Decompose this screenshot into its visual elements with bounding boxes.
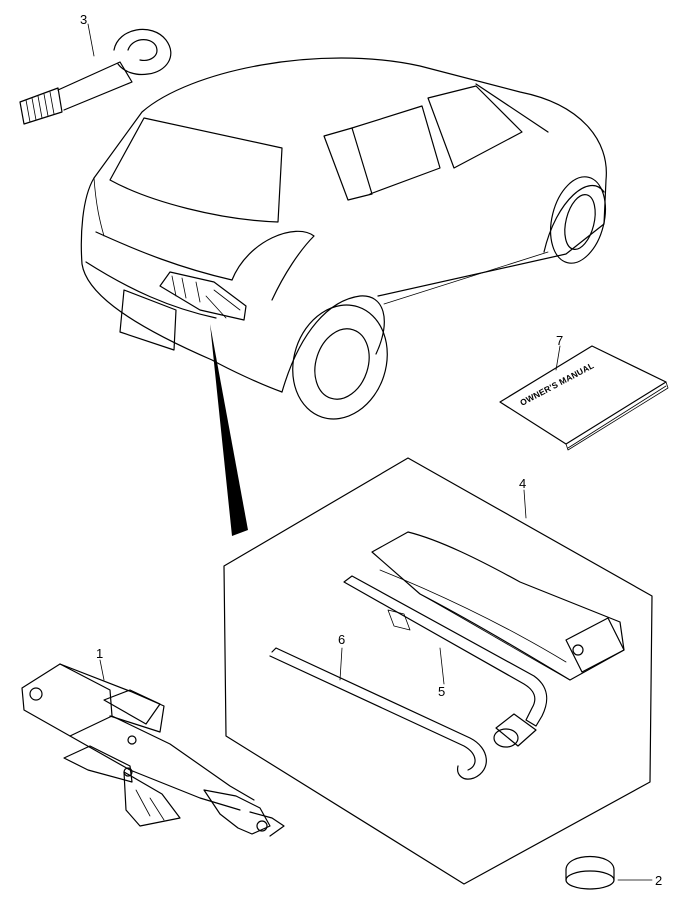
callout-ring: 2 bbox=[655, 873, 662, 888]
tool-pouch bbox=[371, 531, 625, 681]
leader-jack-handle bbox=[339, 647, 343, 681]
owners-manual: OWNER'S MANUAL bbox=[499, 345, 669, 451]
callout-tool-bag: 4 bbox=[519, 476, 526, 491]
pointer-wedge bbox=[210, 324, 248, 536]
leader-jack bbox=[99, 659, 105, 681]
leader-tool-bag bbox=[523, 489, 527, 519]
wheel-wrench bbox=[343, 575, 548, 748]
tow-hook bbox=[19, 28, 172, 125]
jack-handle bbox=[269, 647, 487, 780]
ring bbox=[565, 855, 615, 890]
leader-manual bbox=[555, 345, 561, 371]
scissor-jack bbox=[21, 663, 285, 837]
callout-jack: 1 bbox=[96, 646, 103, 661]
tool-kit-outline bbox=[223, 457, 653, 885]
callout-tow-hook: 3 bbox=[80, 12, 87, 27]
callout-wheel-wrench: 5 bbox=[438, 684, 445, 699]
leader-wheel-wrench bbox=[439, 647, 445, 685]
callout-manual: 7 bbox=[556, 333, 563, 348]
car-body bbox=[80, 57, 607, 420]
leader-tow-hook bbox=[87, 23, 95, 57]
callout-jack-handle: 6 bbox=[338, 632, 345, 647]
